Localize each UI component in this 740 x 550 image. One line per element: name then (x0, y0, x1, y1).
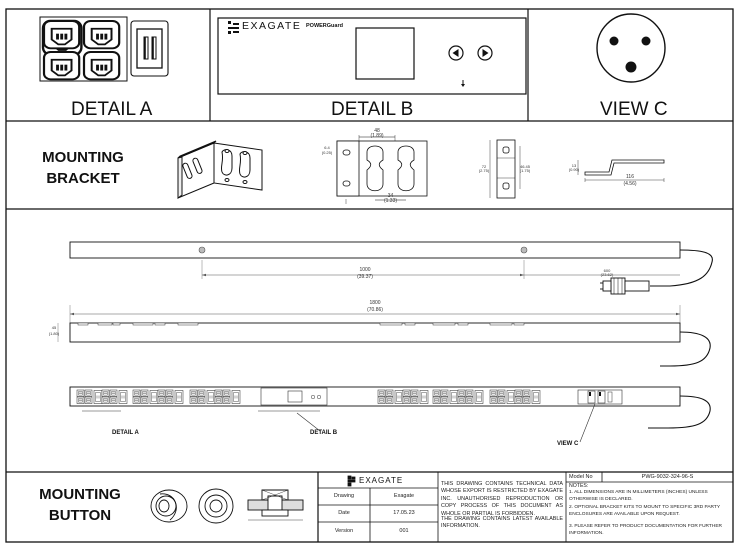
dim-1800: 1800 (369, 300, 381, 306)
detail-a-outlets (39, 16, 169, 82)
dim-34-in: (1.33) (383, 198, 398, 204)
model-value: PWG-9032-324-96-S (641, 474, 694, 480)
dim-6-4: 6.4 (324, 145, 330, 150)
title-block-brand: EXAGATE (359, 476, 404, 485)
bracket-front-view (336, 135, 428, 204)
pdu-strip-side-view (57, 305, 711, 367)
dim-34: 34 (387, 193, 394, 199)
view-c-label: VIEW C (600, 99, 668, 120)
mounting-button-views (150, 488, 304, 524)
dim-6-4-in: (0.25) (321, 150, 333, 155)
dim-1800-in: (70.86) (367, 307, 383, 313)
dim-600: 600 (603, 268, 611, 273)
dim-46-45: 46.45 (519, 164, 530, 169)
dim-116-in: (4.56) (623, 181, 637, 187)
panel-brand: EXAGATE (242, 20, 302, 32)
dim-46-45-in: (1.75) (519, 168, 531, 173)
drawing-label: Drawing (333, 493, 355, 499)
date-label: Date (338, 510, 350, 516)
mounting-bracket-label-line2: BRACKET (46, 170, 120, 187)
dim-45-in: (1.80) (48, 331, 60, 336)
pdu-strip-top-view (69, 241, 713, 295)
export-notice: THIS DRAWING CONTAINS TECHNICAL DATA WHO… (441, 481, 563, 517)
dim-116: 116 (626, 174, 634, 180)
notes-title: NOTES: (569, 483, 589, 489)
latest-info-notice: THE DRAWING CONTAINS LATEST AVAILABLE IN… (441, 516, 563, 530)
model-label: Model No (569, 474, 593, 480)
exagate-logo-icon (228, 21, 231, 24)
dim-1000: 1000 (359, 267, 371, 273)
bracket-side-view (489, 139, 521, 199)
note-3: 3. PLEASE REFER TO PRODUCT DOCUMENTATION… (569, 524, 722, 536)
panel-model-name: POWERGuard (306, 23, 343, 29)
callout-detail-b: DETAIL B (310, 430, 338, 436)
detail-b-label: DETAIL B (331, 99, 414, 120)
pdu-strip-front-view (69, 386, 711, 443)
version-value: 001 (399, 528, 409, 534)
dim-13: 13 (571, 163, 577, 168)
dim-600-in: (23.62) (600, 272, 614, 277)
display-screen (355, 27, 415, 80)
bracket-top-view (577, 159, 665, 182)
sheet-border (5, 8, 734, 543)
bracket-iso-view (177, 140, 263, 199)
date-value: 17.05.23 (393, 510, 415, 516)
usb-icon (461, 84, 465, 87)
note-2: 2. OPTIONAL BRACKET KITS TO MOUNT TO SPE… (569, 505, 720, 517)
detail-b-front-panel (217, 17, 527, 95)
version-label: Version (334, 528, 354, 534)
dim-13-in: (0.90) (568, 167, 580, 172)
dim-48-in: (1.89) (370, 133, 384, 139)
mounting-button-label-line1: MOUNTING (39, 486, 121, 503)
note-1: 1. ALL DIMENSIONS ARE IN MILLIMETERS (IN… (569, 490, 708, 502)
callout-detail-a: DETAIL A (112, 430, 139, 436)
dim-72-in: (2.75) (478, 168, 490, 173)
dim-48: 48 (374, 128, 380, 134)
drawing-value: Exagate (393, 493, 415, 499)
dim-72: 72 (481, 164, 487, 169)
title-logo-icon (347, 475, 352, 480)
mounting-button-label-line2: BUTTON (48, 507, 112, 524)
callout-view-c: VIEW C (557, 441, 579, 447)
dim-1000-in: (39.37) (357, 274, 373, 280)
dim-45: 45 (51, 325, 57, 330)
title-block-grid (318, 472, 733, 542)
detail-a-label: DETAIL A (71, 99, 153, 120)
view-c-inlet-plug (596, 13, 666, 83)
mounting-bracket-label-line1: MOUNTING (42, 149, 124, 166)
